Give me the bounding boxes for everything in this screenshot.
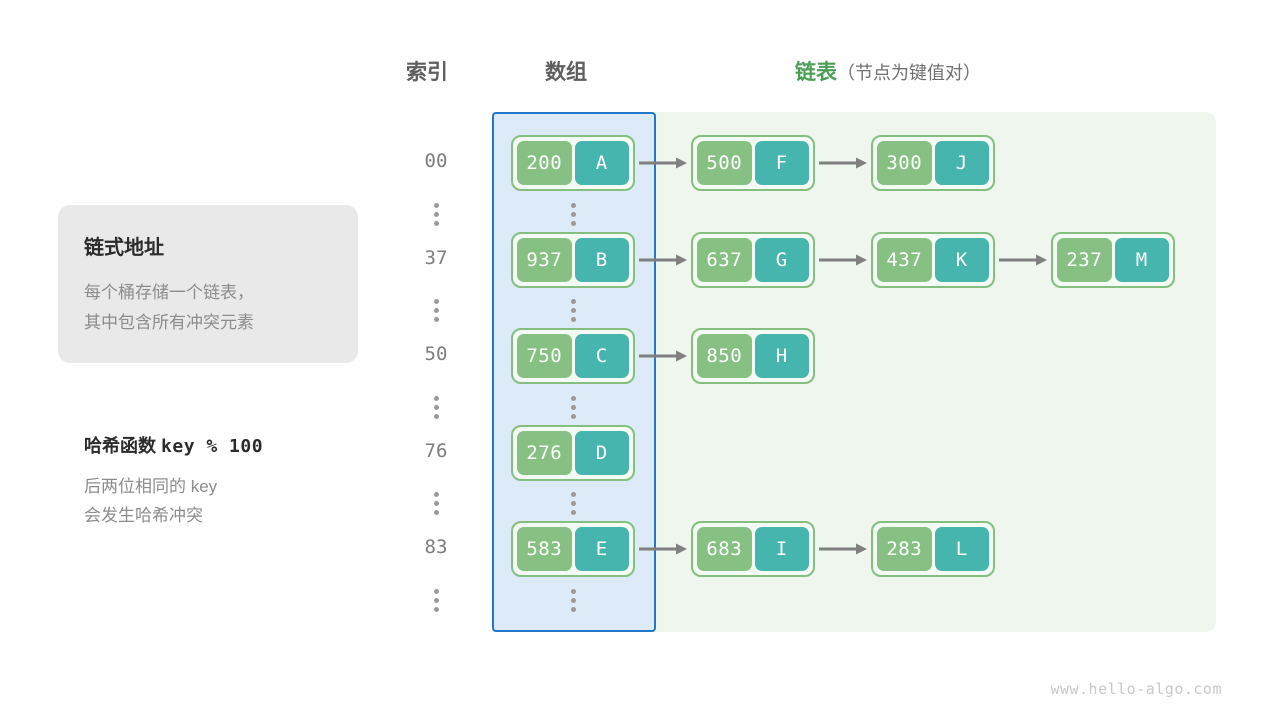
bucket-index-label: 50 <box>424 343 448 365</box>
index-ellipsis <box>429 203 443 226</box>
info-card: 链式地址 每个桶存储一个链表， 其中包含所有冲突元素 <box>58 205 358 363</box>
index-ellipsis <box>429 589 443 612</box>
node-key: 750 <box>517 334 572 378</box>
link-arrow <box>819 253 867 267</box>
node-value: B <box>574 238 629 282</box>
array-ellipsis <box>566 589 580 612</box>
node-value: G <box>754 238 809 282</box>
hash-function-label: 哈希函数 <box>84 436 156 456</box>
node-value: D <box>574 431 629 475</box>
link-arrow <box>999 253 1047 267</box>
bucket-index-label: 83 <box>424 536 448 558</box>
array-ellipsis <box>566 492 580 515</box>
info-card-body: 每个桶存储一个链表， 其中包含所有冲突元素 <box>84 278 332 338</box>
node-value: J <box>934 141 989 185</box>
link-arrow <box>639 253 687 267</box>
array-ellipsis <box>566 203 580 226</box>
header-array: 数组 <box>545 61 587 84</box>
array-ellipsis <box>566 299 580 322</box>
node-value: M <box>1114 238 1169 282</box>
link-arrow <box>639 156 687 170</box>
link-arrow <box>819 156 867 170</box>
node-value: L <box>934 527 989 571</box>
node-key: 283 <box>877 527 932 571</box>
node-value: F <box>754 141 809 185</box>
index-ellipsis <box>429 299 443 322</box>
node-key: 583 <box>517 527 572 571</box>
node-value: E <box>574 527 629 571</box>
node-key: 500 <box>697 141 752 185</box>
node-value: I <box>754 527 809 571</box>
bucket-index-label: 76 <box>424 440 448 462</box>
info-card-line-1: 每个桶存储一个链表， <box>84 283 254 302</box>
link-arrow <box>639 349 687 363</box>
info-card-line-2: 其中包含所有冲突元素 <box>84 312 254 332</box>
header-linked-list: 链表（节点为键值对） <box>795 56 981 86</box>
node-value: H <box>754 334 809 378</box>
node-key: 237 <box>1057 238 1112 282</box>
bucket-index-label: 37 <box>424 247 448 269</box>
header-index: 索引 <box>406 61 448 84</box>
node-key: 850 <box>697 334 752 378</box>
node-key: 300 <box>877 141 932 185</box>
header-linked-list-sub: （节点为键值对） <box>837 63 981 83</box>
node-key: 200 <box>517 141 572 185</box>
node-key: 276 <box>517 431 572 475</box>
array-ellipsis <box>566 396 580 419</box>
hash-function-note-2: 会发生哈希冲突 <box>84 506 203 526</box>
node-value: K <box>934 238 989 282</box>
bucket-index-label: 00 <box>424 150 448 172</box>
index-ellipsis <box>429 396 443 419</box>
hash-function-title: 哈希函数 key % 100 <box>84 432 384 458</box>
node-value: A <box>574 141 629 185</box>
node-key: 937 <box>517 238 572 282</box>
hash-function-note-1: 后两位相同的 key <box>84 477 218 496</box>
node-value: C <box>574 334 629 378</box>
footer-watermark: www.hello-algo.com <box>1050 680 1222 698</box>
link-arrow <box>639 542 687 556</box>
hash-function-expression: key % 100 <box>161 436 264 457</box>
node-key: 437 <box>877 238 932 282</box>
node-key: 637 <box>697 238 752 282</box>
hash-function-note: 后两位相同的 key 会发生哈希冲突 <box>84 472 384 530</box>
hash-function-block: 哈希函数 key % 100 后两位相同的 key 会发生哈希冲突 <box>84 432 384 530</box>
node-key: 683 <box>697 527 752 571</box>
index-ellipsis <box>429 492 443 515</box>
header-linked-list-main: 链表 <box>795 61 837 84</box>
info-card-title: 链式地址 <box>84 237 164 259</box>
link-arrow <box>819 542 867 556</box>
